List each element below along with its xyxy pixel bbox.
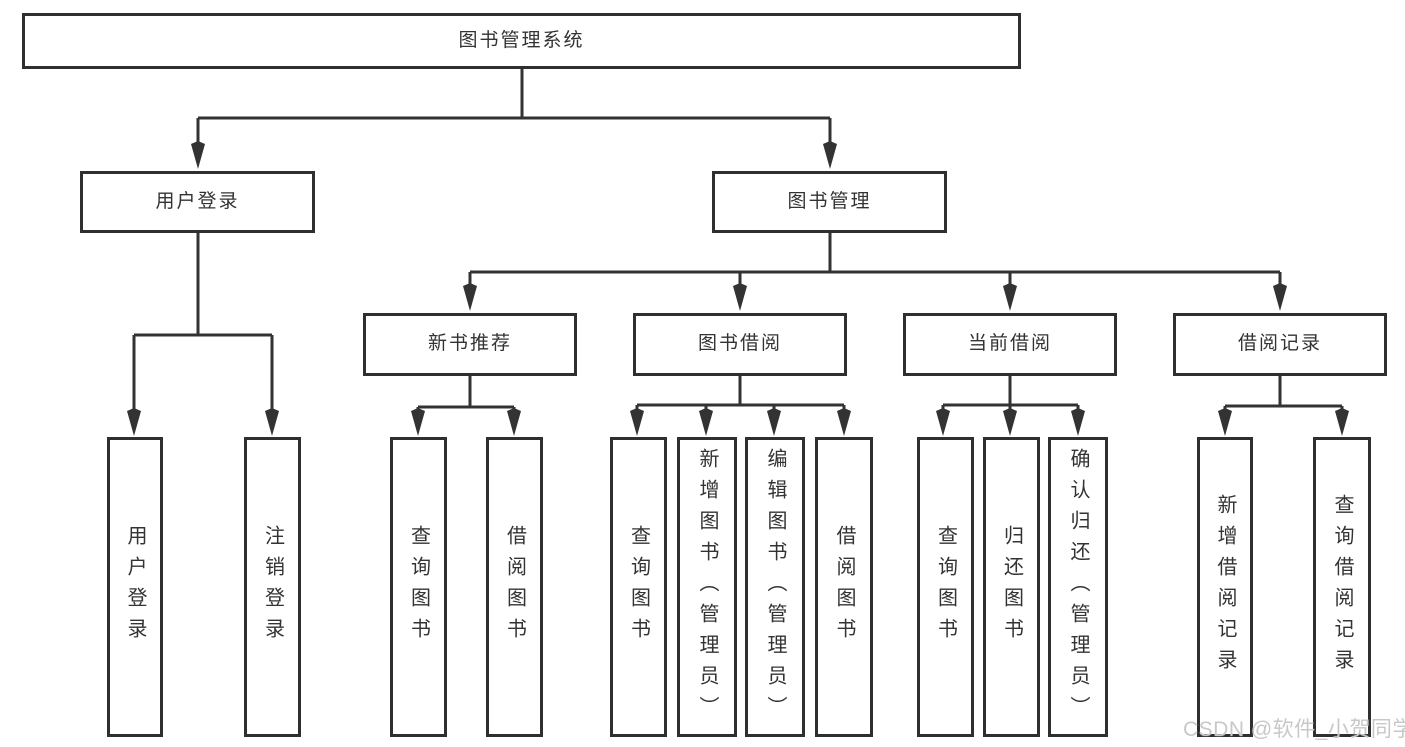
node-book-borrowing: 图书借阅 [633,313,847,376]
node-book-management-module: 图书管理 [712,171,947,233]
arrowhead-icon [699,408,713,436]
arrowhead-icon [630,408,644,436]
arrowhead-icon [837,408,851,436]
arrowhead-icon [411,408,425,436]
arrowhead-icon [767,408,781,436]
node-leaf-user-login: 用户登录 [107,437,163,737]
node-leaf-edit-book-admin: 编辑图书（管理员） [745,437,805,737]
arrowhead-icon [1335,408,1349,436]
arrowhead-icon [1273,283,1287,311]
arrowhead-icon [1218,408,1232,436]
arrowhead-icon [936,408,950,436]
node-leaf-borrow-books-recommend: 借阅图书 [486,437,543,737]
node-leaf-confirm-return-admin: 确认归还（管理员） [1048,437,1108,737]
node-leaf-borrow-books: 借阅图书 [815,437,873,737]
node-leaf-query-books-borrowing: 查询图书 [610,437,667,737]
node-borrowing-records: 借阅记录 [1173,313,1387,376]
arrowhead-icon [191,141,205,169]
node-leaf-query-books-current: 查询图书 [917,437,974,737]
arrowhead-icon [463,283,477,311]
node-leaf-return-books: 归还图书 [983,437,1040,737]
arrowhead-icon [1003,283,1017,311]
node-new-book-recommendation: 新书推荐 [363,313,577,376]
node-leaf-query-books-recommend: 查询图书 [390,437,447,737]
node-user-login-module: 用户登录 [80,171,315,233]
watermark: CSDN @软件_小贺同学 [1183,718,1405,741]
node-leaf-query-borrow-record: 查询借阅记录 [1313,437,1371,737]
arrowhead-icon [507,408,521,436]
node-leaf-add-borrow-record: 新增借阅记录 [1197,437,1253,737]
arrowhead-icon [1003,408,1017,436]
arrowhead-icon [733,283,747,311]
node-current-borrowing: 当前借阅 [903,313,1117,376]
arrowhead-icon [1071,408,1085,436]
arrowhead-icon [265,408,279,436]
node-leaf-logout: 注销登录 [244,437,301,737]
node-library-management-system: 图书管理系统 [22,13,1021,69]
arrowhead-icon [823,141,837,169]
arrowhead-icon [127,408,141,436]
node-leaf-add-book-admin: 新增图书（管理员） [677,437,737,737]
